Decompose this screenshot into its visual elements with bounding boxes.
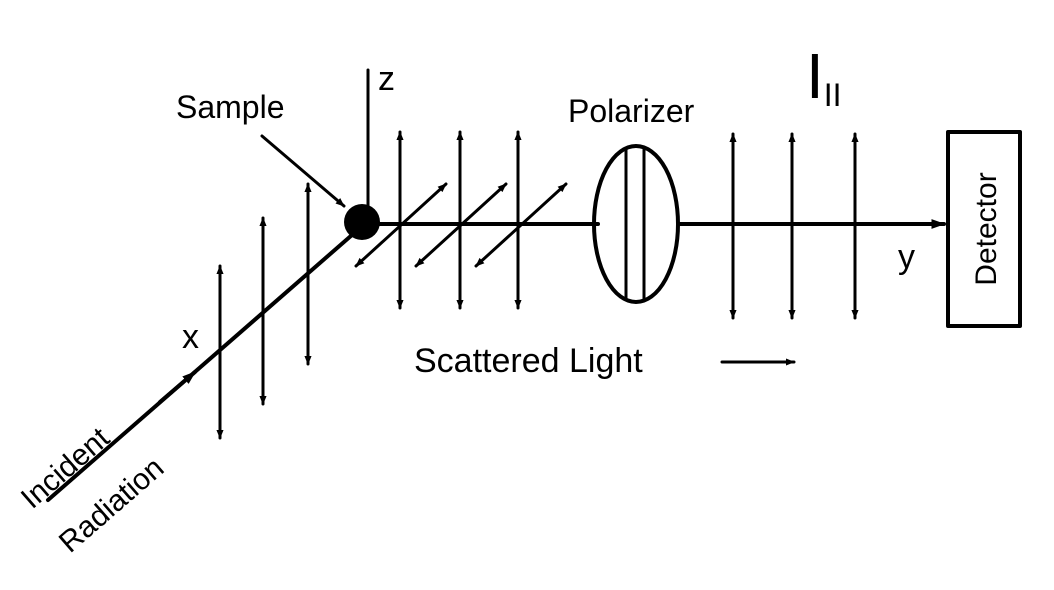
y-axis-label: y <box>898 238 915 276</box>
polarizer-label: Polarizer <box>568 93 695 129</box>
scattered-light-label: Scattered Light <box>414 342 643 380</box>
scattered-horizontal-polarization-arrow <box>474 182 568 268</box>
intensity-label: III <box>806 40 842 113</box>
detector-icon <box>946 130 1022 328</box>
sample-pointer-arrow <box>260 134 346 208</box>
sample-label: Sample <box>176 89 285 125</box>
sample-icon <box>344 204 380 240</box>
polarizer-icon <box>592 144 680 304</box>
incident-direction-arrow <box>158 370 197 404</box>
z-axis-label: z <box>378 60 395 98</box>
detector-label: Detector <box>970 172 1003 285</box>
x-axis-label: x <box>182 318 199 356</box>
